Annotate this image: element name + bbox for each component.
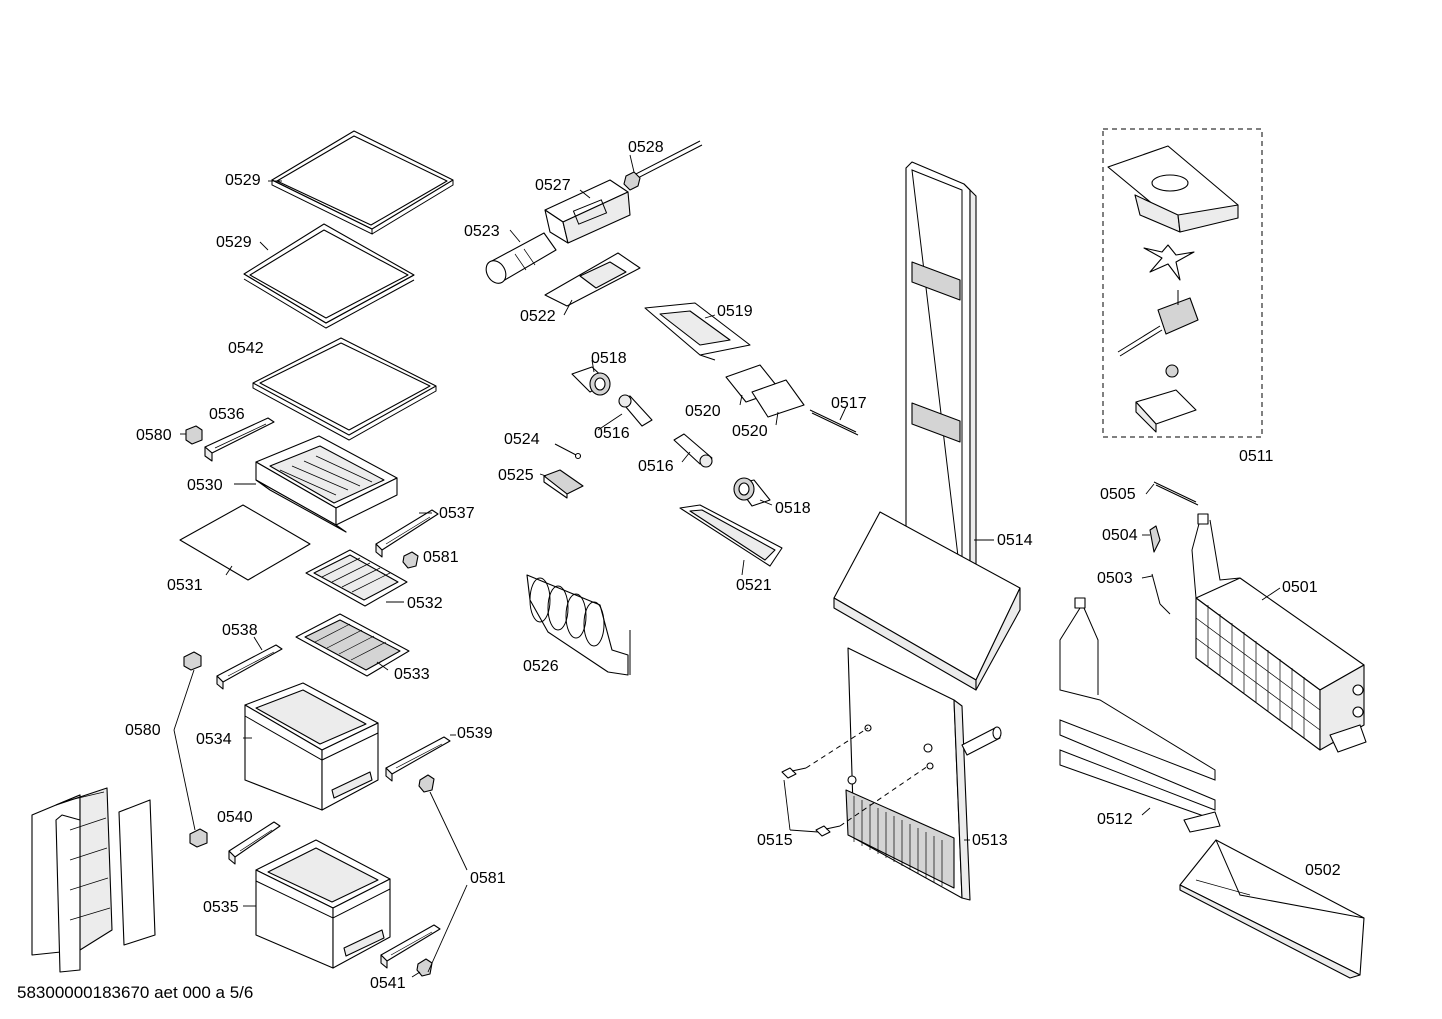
label-0525: 0525 <box>498 467 534 484</box>
fan-assembly-0511 <box>1102 128 1263 438</box>
label-0526: 0526 <box>523 658 559 675</box>
label-0532: 0532 <box>407 595 443 612</box>
lamp-0516-low <box>673 433 713 468</box>
label-0581-top: 0581 <box>423 549 459 566</box>
label-0501: 0501 <box>1282 579 1318 596</box>
rail-0537 <box>375 509 439 558</box>
label-0537: 0537 <box>439 505 475 522</box>
block-0525 <box>543 469 584 499</box>
clip-0581-mid <box>418 774 435 793</box>
label-0520-a: 0520 <box>685 403 721 420</box>
leader-lines-right-center <box>783 539 994 841</box>
label-0511: 0511 <box>1239 448 1274 465</box>
label-0539: 0539 <box>457 725 493 742</box>
label-0534: 0534 <box>196 731 232 748</box>
leader-lines-center <box>509 154 847 576</box>
label-0505: 0505 <box>1100 486 1136 503</box>
label-0522: 0522 <box>520 308 556 325</box>
clip-0580-mid <box>183 651 202 671</box>
label-0516-top: 0516 <box>594 425 630 442</box>
sensor-0505 <box>1153 481 1199 506</box>
label-0581-low: 0581 <box>470 870 506 887</box>
drawer-0534 <box>244 682 379 811</box>
label-0529-second: 0529 <box>216 234 252 251</box>
grille-0532 <box>305 549 408 607</box>
label-0536: 0536 <box>209 406 245 423</box>
leader-lines-right <box>1141 483 1281 816</box>
label-0503: 0503 <box>1097 570 1133 587</box>
switch-0518-top <box>571 366 611 396</box>
rail-0538 <box>216 644 283 690</box>
label-0519: 0519 <box>717 303 753 320</box>
heater-0512 <box>1059 597 1221 833</box>
chute-0522 <box>544 252 641 307</box>
evaporator-0501 <box>1191 513 1367 753</box>
label-0502: 0502 <box>1305 862 1341 879</box>
label-0513: 0513 <box>972 832 1008 849</box>
grille-0533 <box>295 613 410 677</box>
rail-0536 <box>204 417 275 462</box>
tray-0521 <box>679 504 783 567</box>
shelf-0529-second <box>243 223 415 329</box>
label-0533: 0533 <box>394 666 430 683</box>
clip-0580-top <box>185 425 203 445</box>
label-0527: 0527 <box>535 177 571 194</box>
label-0517: 0517 <box>831 395 867 412</box>
clip-0504 <box>1149 525 1161 553</box>
bracket-0519 <box>644 302 751 361</box>
label-0520-b: 0520 <box>732 423 768 440</box>
document-footer: 58300000183670 aet 000 a 5/6 <box>17 983 253 1002</box>
switch-0518-low <box>733 477 771 507</box>
label-0528: 0528 <box>628 139 664 156</box>
drawer-0535 <box>255 839 391 969</box>
housing-0527 <box>544 179 631 244</box>
label-0516-low: 0516 <box>638 458 674 475</box>
label-0524: 0524 <box>504 431 540 448</box>
evaporator-plate-0513 <box>845 647 1002 901</box>
label-0530: 0530 <box>187 477 223 494</box>
drain-tray-0502 <box>1179 839 1365 979</box>
rail-0540 <box>228 821 281 865</box>
label-0580-top: 0580 <box>136 427 172 444</box>
label-0542: 0542 <box>228 340 264 357</box>
plate-0531 <box>179 504 311 581</box>
rail-0541 <box>380 924 441 969</box>
leader-lines-left <box>173 180 468 978</box>
label-0518-low: 0518 <box>775 500 811 517</box>
label-0518-top: 0518 <box>591 350 627 367</box>
label-0535: 0535 <box>203 899 239 916</box>
clip-0580-low <box>189 828 208 848</box>
fuse-0503 <box>1151 573 1171 615</box>
shelf-0529-top <box>271 130 454 235</box>
label-0514: 0514 <box>997 532 1033 549</box>
pads-0520 <box>725 364 805 418</box>
label-0515: 0515 <box>757 832 793 849</box>
rail-0539 <box>385 736 451 782</box>
label-0504: 0504 <box>1102 527 1138 544</box>
shelf-0542 <box>252 337 437 441</box>
label-0523: 0523 <box>464 223 500 240</box>
sensor-0517 <box>809 409 859 436</box>
clip-0581-top <box>402 551 419 569</box>
frame-0526 <box>526 574 631 676</box>
air-duct-0514 <box>833 161 1021 691</box>
label-0540: 0540 <box>217 809 253 826</box>
drawer-0530 <box>255 435 398 533</box>
tube-0523 <box>485 232 557 284</box>
label-0512: 0512 <box>1097 811 1133 828</box>
label-0521: 0521 <box>736 577 772 594</box>
insulation-block <box>31 787 156 973</box>
screws-0515 <box>781 727 929 837</box>
part-labels: 0529 0529 0542 0580 0536 0530 0537 0581 … <box>17 139 1341 1002</box>
label-0531: 0531 <box>167 577 203 594</box>
label-0529-top: 0529 <box>225 172 261 189</box>
label-0538: 0538 <box>222 622 258 639</box>
label-0580-mid: 0580 <box>125 722 161 739</box>
lamp-0516-top <box>618 394 653 427</box>
label-0541: 0541 <box>370 975 406 992</box>
pin-0524 <box>554 443 582 460</box>
